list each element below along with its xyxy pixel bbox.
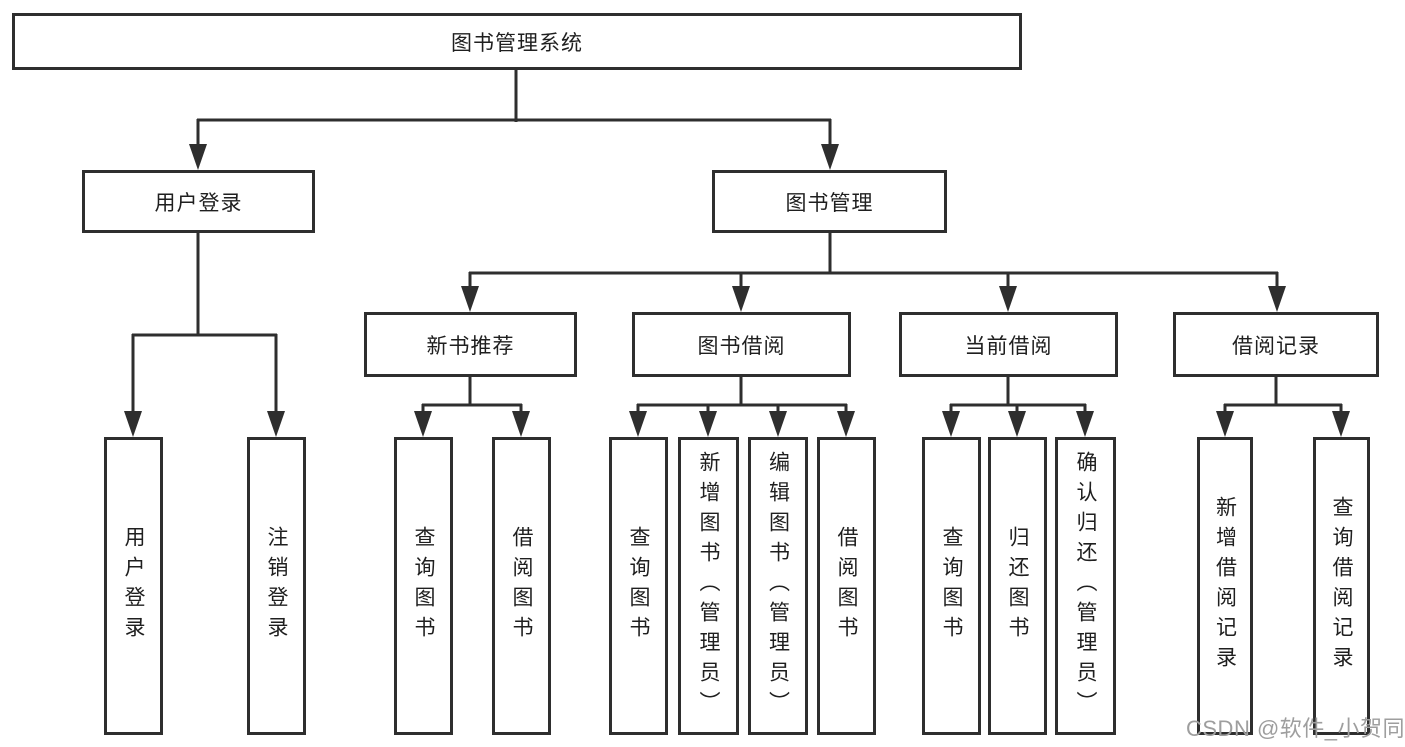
leaf-user-login: 用户登录 (104, 437, 163, 735)
node-label: 图书管理 (785, 191, 874, 215)
leaf-label: 查询图书 (940, 526, 963, 646)
node-label: 新书推荐 (426, 334, 515, 358)
leaf-label: 注销登录 (265, 526, 288, 646)
arrowhead-icons (124, 144, 1350, 437)
node-book-borrowing: 图书借阅 (632, 312, 851, 377)
node-library-management-system: 图书管理系统 (12, 13, 1022, 70)
leaf-borrow-book: 借阅图书 (817, 437, 876, 735)
leaf-logout: 注销登录 (247, 437, 306, 735)
leaf-label: 查询图书 (627, 526, 650, 646)
leaf-label: 查询图书 (412, 526, 435, 646)
leaf-label: 新增图书（管理员） (697, 451, 720, 721)
leaf-label: 用户登录 (122, 526, 145, 646)
node-borrowing-records: 借阅记录 (1173, 312, 1379, 377)
node-label: 用户登录 (154, 191, 243, 215)
leaf-query-borrow-record: 查询借阅记录 (1313, 437, 1370, 735)
node-label: 图书借阅 (697, 334, 786, 358)
leaf-query-book-borrowing: 查询图书 (609, 437, 668, 735)
node-label: 图书管理系统 (451, 31, 583, 55)
node-book-management-branch: 图书管理 (712, 170, 947, 233)
node-label: 借阅记录 (1232, 334, 1320, 358)
leaf-label: 编辑图书（管理员） (766, 451, 790, 721)
leaf-label: 确认归还（管理员） (1074, 451, 1097, 721)
node-new-book-recommendation: 新书推荐 (364, 312, 577, 377)
leaf-add-borrow-record: 新增借阅记录 (1197, 437, 1253, 735)
leaf-borrow-book-recommend: 借阅图书 (492, 437, 551, 735)
leaf-label: 查询借阅记录 (1330, 496, 1353, 676)
leaf-label: 新增借阅记录 (1213, 496, 1237, 676)
node-current-borrowing: 当前借阅 (899, 312, 1118, 377)
leaf-confirm-return-admin: 确认归还（管理员） (1055, 437, 1116, 735)
node-user-login-branch: 用户登录 (82, 170, 315, 233)
leaf-label: 归还图书 (1006, 526, 1029, 646)
leaf-add-book-admin: 新增图书（管理员） (678, 437, 739, 735)
leaf-query-book-current: 查询图书 (922, 437, 981, 735)
node-label: 当前借阅 (964, 334, 1053, 358)
csdn-watermark: CSDN @软件_小贺同学 (1186, 716, 1405, 741)
leaf-edit-book-admin: 编辑图书（管理员） (748, 437, 808, 735)
leaf-label: 借阅图书 (510, 526, 533, 646)
leaf-return-book: 归还图书 (988, 437, 1047, 735)
leaf-query-book-recommend: 查询图书 (394, 437, 453, 735)
leaf-label: 借阅图书 (835, 526, 858, 646)
connector-lines (131, 69, 1343, 415)
